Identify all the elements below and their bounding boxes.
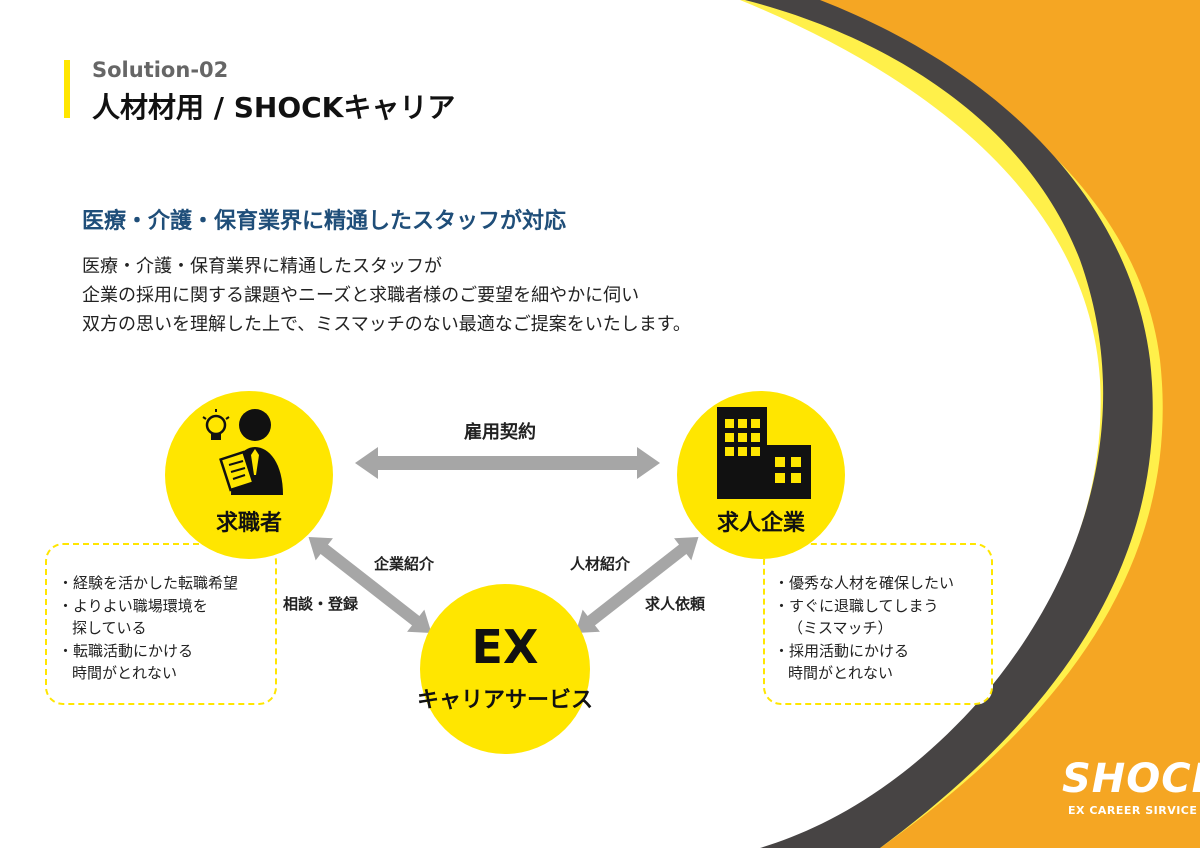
ex-title: EX bbox=[471, 620, 539, 674]
company-referral-label: 企業紹介 bbox=[374, 555, 435, 573]
person-with-clipboard-and-lightbulb-icon bbox=[202, 409, 283, 495]
intro-body-line: 企業の採用に関する課題やニーズと求職者様のご要望を細やかに伺い bbox=[82, 285, 640, 306]
page-title: 人材材用 / SHOCKキャリア bbox=[92, 91, 456, 124]
list-item-continued: 探している bbox=[72, 619, 147, 637]
job-seeker-label: 求職者 bbox=[215, 511, 282, 536]
employment-contract-arrow bbox=[355, 447, 660, 479]
company-ex-arrow bbox=[575, 536, 699, 634]
consult-register-label: 相談・登録 bbox=[283, 595, 359, 613]
title-accent-bar bbox=[64, 60, 70, 118]
job-seeker-node: 求職者 bbox=[165, 391, 333, 559]
list-item: ・転職活動にかける bbox=[58, 641, 194, 660]
company-needs-list: ・優秀な人材を確保したい ・すぐに退職してしまう （ミスマッチ） ・採用活動にか… bbox=[774, 572, 954, 685]
intro-body-line: 医療・介護・保育業界に精通したスタッフが bbox=[82, 256, 442, 277]
seeker-needs-list: ・経験を活かした転職希望 ・よりよい職場環境を 探している ・転職活動にかける … bbox=[58, 572, 238, 685]
list-item: ・すぐに退職してしまう bbox=[774, 596, 939, 615]
job-request-label: 求人依頼 bbox=[645, 595, 706, 613]
company-node: 求人企業 bbox=[677, 391, 845, 559]
company-needs-box bbox=[763, 543, 993, 705]
shock-logo: SHOCK bbox=[1062, 756, 1200, 802]
list-item-continued: （ミスマッチ） bbox=[788, 619, 893, 637]
intro-body: 医療・介護・保育業界に精通したスタッフが 企業の採用に関する課題やニーズと求職者… bbox=[82, 252, 691, 339]
ex-subtitle: キャリアサービス bbox=[416, 688, 593, 713]
list-item-continued: 時間がとれない bbox=[788, 664, 894, 682]
list-item: ・採用活動にかける bbox=[774, 641, 910, 660]
list-item: ・経験を活かした転職希望 bbox=[58, 574, 239, 592]
ex-career-service-node: EX キャリアサービス bbox=[417, 584, 593, 754]
intro-body-line: 双方の思いを理解した上で、ミスマッチのない最適なご提案をいたします。 bbox=[82, 314, 691, 335]
solution-label: Solution-02 bbox=[92, 58, 229, 82]
employment-contract-label: 雇用契約 bbox=[464, 422, 536, 443]
section-headline: 医療・介護・保育業界に精通したスタッフが対応 bbox=[82, 209, 567, 234]
talent-referral-label: 人材紹介 bbox=[570, 555, 631, 573]
office-building-icon bbox=[717, 407, 811, 499]
logo-tagline: EX CAREER SIRVICE bbox=[1068, 804, 1198, 817]
list-item: ・優秀な人材を確保したい bbox=[774, 574, 955, 592]
seeker-ex-arrow bbox=[308, 536, 432, 634]
list-item: ・よりよい職場環境を bbox=[58, 596, 208, 615]
list-item-continued: 時間がとれない bbox=[72, 664, 178, 682]
company-label: 求人企業 bbox=[716, 511, 805, 536]
seeker-needs-box bbox=[45, 543, 277, 705]
